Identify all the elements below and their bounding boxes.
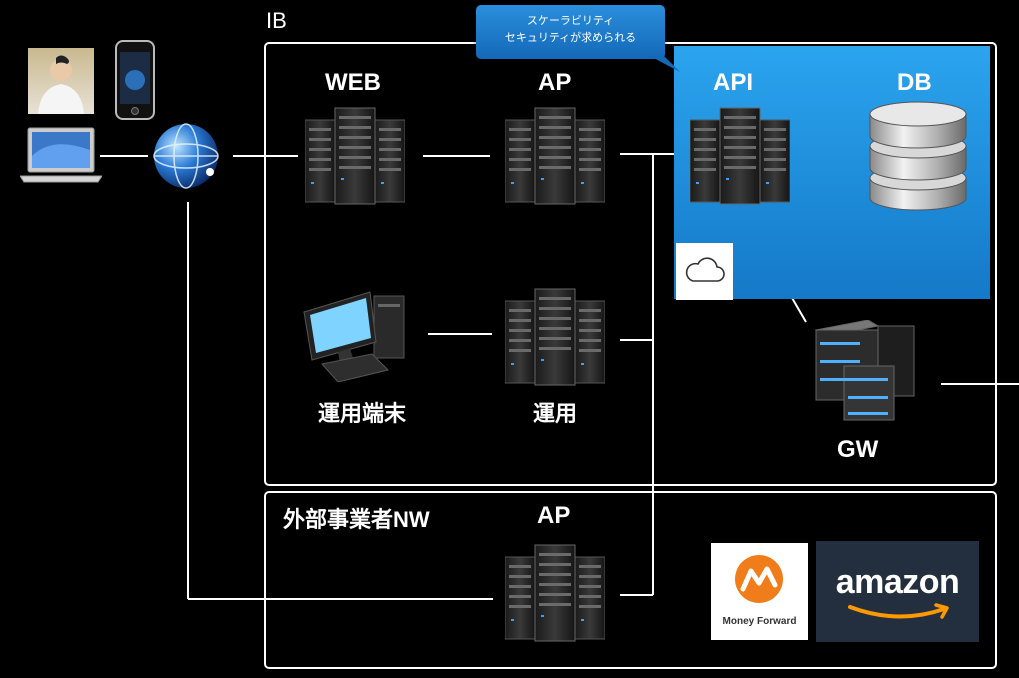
external-network-label: 外部事業者NW: [283, 507, 430, 532]
gw-label: GW: [837, 436, 879, 463]
api-server-icon: [690, 106, 790, 206]
ap-external-label: AP: [537, 502, 571, 529]
smartphone-icon: [115, 40, 155, 120]
laptop-icon: [20, 127, 102, 183]
ap-top-server-icon: [505, 106, 605, 206]
money-forward-mark-icon: [735, 555, 783, 603]
amazon-smile-icon: [848, 603, 949, 619]
callout-line-2: セキュリティが求められる: [504, 32, 637, 44]
cloud-icon-tile: [676, 243, 733, 300]
ops-server-icon: [505, 287, 605, 387]
web-label: WEB: [325, 69, 381, 96]
money-forward-text: Money Forward: [722, 616, 797, 627]
db-label: DB: [897, 69, 932, 96]
web-server-icon: [305, 106, 405, 206]
desktop-pc-icon: [303, 291, 405, 382]
internet-globe-icon: [153, 123, 219, 189]
ib-label: IB: [266, 8, 287, 33]
ap-external-server-icon: [505, 543, 605, 643]
amazon-logo: amazon: [816, 541, 979, 642]
callout-pointer: [650, 56, 680, 72]
api-label: API: [713, 69, 754, 96]
cloud-icon: [685, 257, 725, 282]
user-photo-icon: [28, 48, 94, 114]
callout-line-1: スケーラビリティ: [526, 15, 615, 27]
amazon-text: amazon: [835, 563, 960, 601]
money-forward-logo: Money Forward: [711, 543, 808, 640]
ops-terminal-label: 運用端末: [318, 401, 407, 426]
database-icon: [869, 101, 967, 211]
gateway-server-icon: [814, 320, 915, 421]
ops-label: 運用: [533, 401, 578, 426]
external-network-box: [264, 491, 997, 669]
ap-top-label: AP: [538, 69, 572, 96]
requirement-callout: スケーラビリティ セキュリティが求められる: [476, 5, 665, 59]
